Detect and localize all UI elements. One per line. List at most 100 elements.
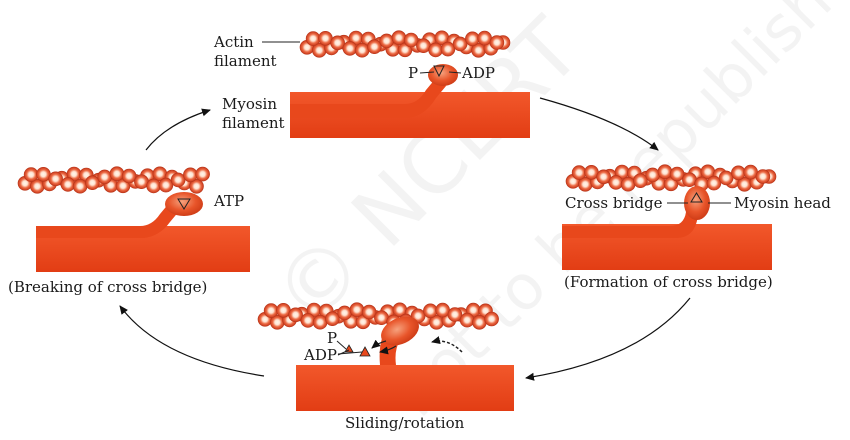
myosin-arm-left [36,202,180,238]
actin-filament-top [299,30,511,58]
actin-bead [472,314,487,330]
caption-left: (Breaking of cross bridge) [8,278,207,296]
actin-bead [447,307,463,322]
actin-bead [85,175,100,190]
caption-right: (Formation of cross bridge) [564,273,773,291]
actin-bead [342,41,358,56]
actin-bead [731,165,746,181]
p-marker-bottom [344,344,354,353]
actin-bead [416,38,431,54]
actin-bead [489,35,505,50]
arrow-bottom-to-left [119,305,265,377]
actin-bead [97,169,112,185]
actin-bead [571,165,587,180]
arrow-right-to-bottom [525,297,691,381]
actin-bead [682,172,697,187]
actin-bead [669,166,685,182]
myosin-head-left [165,192,203,216]
actin-label-top: Actin [213,33,254,51]
caption-bottom: Sliding/rotation [345,414,465,432]
actin-bead [158,177,174,193]
actin-bead [189,179,204,194]
actin-bead [608,175,624,190]
actin-bead [183,167,198,183]
actin-bead [459,312,475,328]
actin-bead [170,172,186,188]
actin-bead [465,31,480,47]
p-label-top: P [408,64,418,82]
actin-bead [596,169,611,185]
myosin-filament-bottom [296,365,514,411]
actin-bead [620,176,636,192]
cycle-arrows [119,97,691,381]
actin-bead [325,311,340,327]
myosin-head-label: Myosin head [734,194,831,212]
actin-bead [452,36,468,52]
actin-filament-left [17,166,210,194]
myosin-arm-top [290,78,446,118]
actin-bead [276,302,291,318]
actin-bead [36,167,51,182]
actin-bead [195,166,210,182]
actin-bead [477,30,492,46]
cross-bridge-label: Cross bridge [565,194,663,212]
actin-bead [60,177,76,192]
actin-bead [134,174,149,189]
atp-marker-right [690,192,703,203]
actin-bead [374,310,389,326]
panel-top: Actin filament P ADP Myosin filament [213,30,530,138]
actin-bead [318,30,333,46]
atp-marker-left [177,198,191,210]
panel-right: Cross bridge Myosin head (Formation of c… [562,164,831,291]
myosin-label: Myosin [222,95,277,113]
adp-marker-bottom [359,346,371,357]
actin-bead [379,33,394,49]
adp-label-top: ADP [461,64,495,82]
panel-bottom: P ADP Sliding/rotation [257,302,514,432]
actin-bead [367,39,382,55]
actin-bead [755,169,771,184]
adp-leader-bottom-2 [337,349,350,356]
myosin-arm-right [562,198,698,238]
arrow-left-to-top [145,108,211,151]
panel-left: ATP (Breaking of cross bridge) [8,166,250,296]
release-arrow-2 [379,345,397,355]
actin-bead [706,175,722,191]
actin-bead [484,311,499,327]
actin-bead [403,32,419,48]
actin-label-top-2: filament [214,52,277,70]
actin-bead [423,303,438,319]
p-leader-bottom [336,340,347,350]
actin-bead [428,42,443,58]
actin-bead [330,35,345,51]
actin-bead [263,303,279,318]
adp-label-bottom: ADP [303,346,337,364]
actin-bead [146,178,161,194]
actin-filament-right [565,164,777,192]
actin-bead [633,173,648,188]
actin-bead [337,305,352,321]
actin-bead [23,167,39,182]
actin-bead [657,164,673,179]
actin-bead [109,166,125,181]
actin-bead [645,167,660,183]
actin-bead [312,314,328,330]
p-adp-marker-top [433,65,445,78]
actin-bead [354,42,370,58]
actin-bead [718,170,734,186]
actin-bead [121,168,137,184]
actin-bead [361,304,377,320]
release-arrow-1 [371,339,387,349]
actin-bead [584,165,599,180]
actin-bead [72,178,88,194]
actin-bead [288,307,303,323]
actin-bead [305,31,321,46]
adp-leader-top [448,71,462,74]
rotation-arrow [431,336,463,353]
p-label-bottom: P [327,329,337,347]
myosin-head-bottom [381,316,419,346]
actin-bead [391,30,407,46]
actin-bead [48,171,63,187]
actin-bead [743,164,758,180]
